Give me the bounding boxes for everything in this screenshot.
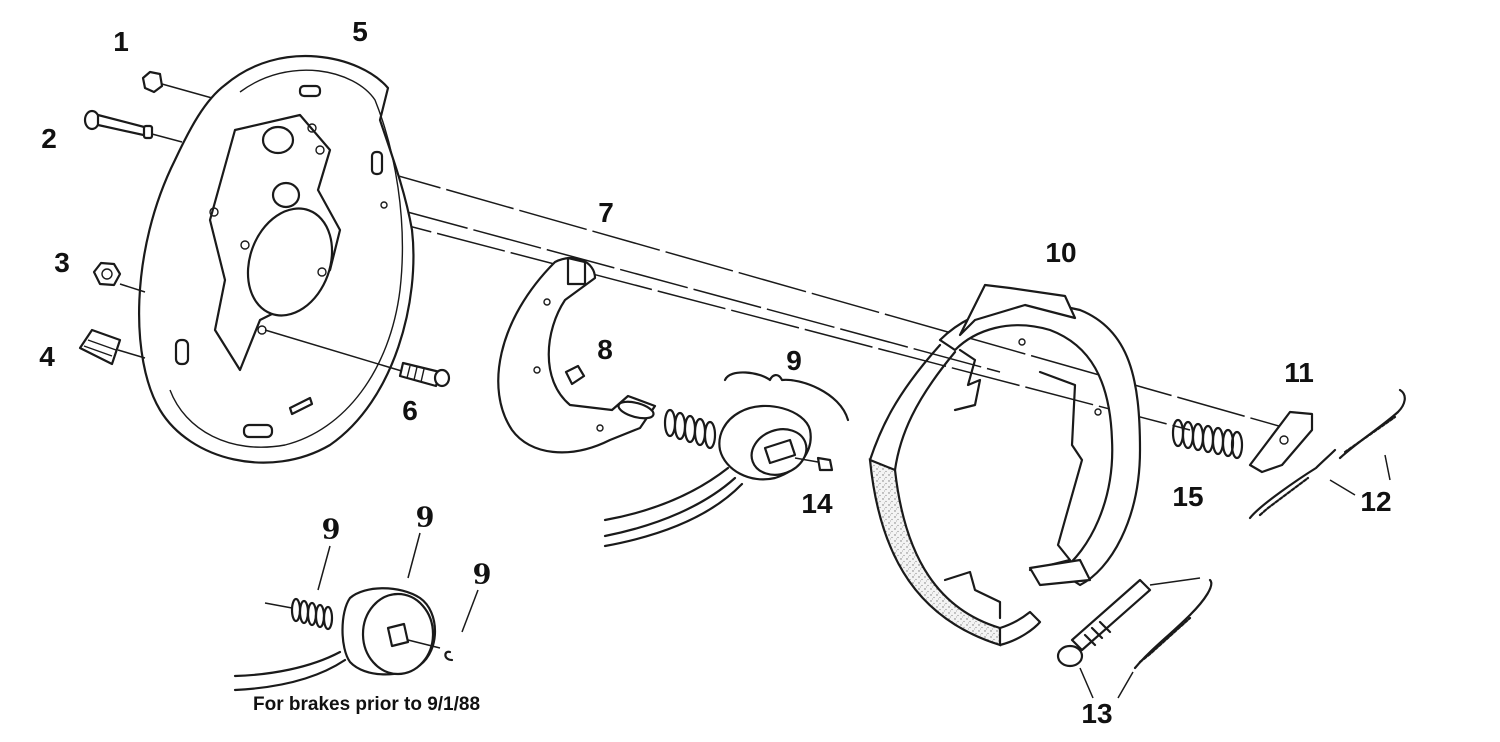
callout-11: 11 (1284, 357, 1314, 388)
callout-12: 12 (1360, 486, 1392, 517)
part-10-brake-shoe (868, 283, 1142, 647)
callout-10: 10 (1045, 237, 1077, 268)
callout-9-inset-clip: 9 (472, 559, 492, 591)
part-12-springs (1248, 388, 1406, 520)
callout-13: 13 (1081, 698, 1113, 729)
callout-7: 7 (598, 197, 614, 228)
part-6-stud (264, 329, 451, 388)
part-2-bolt (83, 109, 183, 143)
inset-magnet-pre-1988 (233, 532, 479, 692)
callout-9-inset-magnet: 9 (415, 502, 435, 534)
part-14-clip (794, 456, 834, 472)
part-13-adjuster (1056, 577, 1213, 699)
part-9-magnet (603, 371, 850, 548)
callout-3: 3 (54, 247, 70, 278)
callout-5: 5 (352, 16, 368, 47)
callout-9-inset-spring: 9 (321, 514, 341, 546)
callout-4: 4 (39, 341, 55, 372)
part-11-plate (1248, 410, 1314, 474)
callout-9: 9 (786, 345, 802, 376)
center-lines (289, 147, 1301, 433)
callout-1: 1 (113, 26, 129, 57)
inset-caption: For brakes prior to 9/1/88 (253, 694, 481, 715)
lever-arm (497, 256, 657, 454)
part-1-nut (141, 70, 213, 99)
callout-14: 14 (801, 488, 833, 519)
callout-8: 8 (597, 334, 613, 365)
backing-plate (138, 55, 415, 464)
callout-2: 2 (41, 123, 57, 154)
part-4-plug (78, 328, 146, 366)
part-15-spring (1171, 418, 1244, 460)
callout-15: 15 (1172, 481, 1204, 512)
callout-6: 6 (402, 395, 418, 426)
part-3-nut (92, 261, 146, 293)
